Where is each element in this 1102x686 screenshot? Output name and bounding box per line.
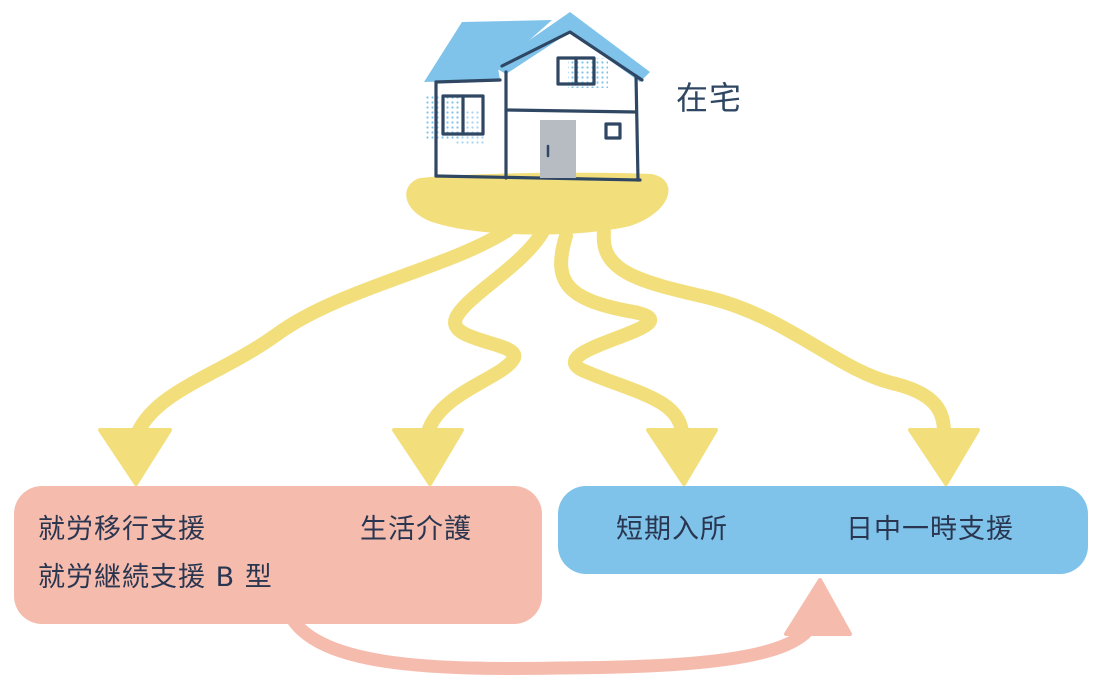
arrow-to-daytime-support [596,225,951,439]
return-arrow [283,578,852,675]
service-employment-transition: 就労移行支援 [38,514,206,545]
house-icon [424,12,650,182]
arrow-to-short-stay [554,229,689,439]
day-activity-services-box [14,486,542,624]
service-life-care: 生活介護 [360,514,472,545]
service-employment-continuation-b: 就労継続支援 B 型 [38,562,273,593]
arrow-to-life-care [421,226,549,439]
home-label: 在宅 [676,79,743,117]
respite-services-box [558,486,1088,574]
home-base-blob [406,172,669,235]
service-short-stay: 短期入所 [616,514,728,545]
flow-arrows [98,223,980,486]
arrow-to-employment-transition [131,223,515,439]
service-daytime-temporary-support: 日中一時支援 [846,514,1014,545]
